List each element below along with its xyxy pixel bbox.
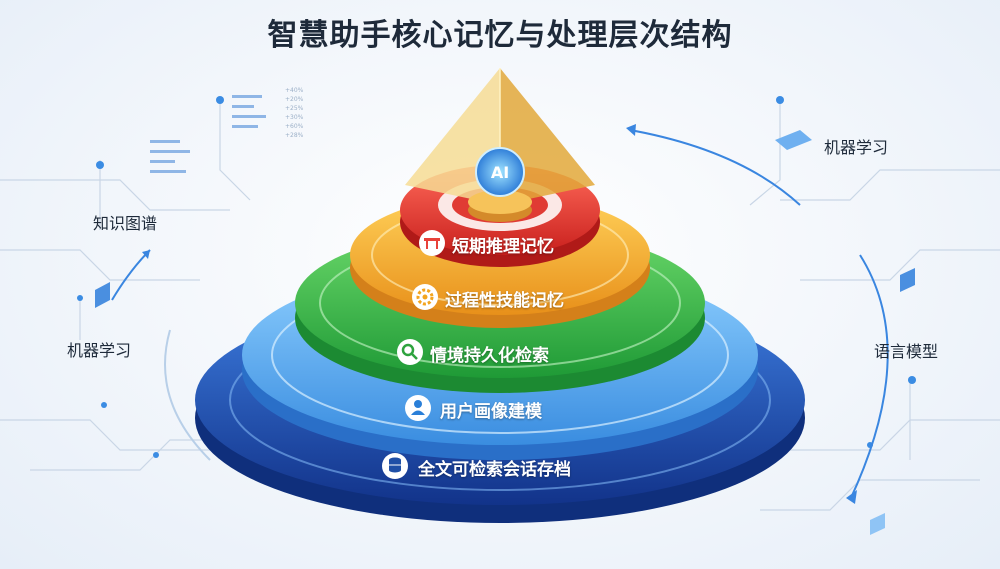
stat-value-2: +20% [285, 96, 304, 103]
arrow-left-up [111, 249, 151, 301]
arrow-right-top [629, 129, 801, 206]
brain-icon [475, 147, 525, 197]
workbench-icon [419, 230, 445, 256]
stat-value-6: +28% [285, 132, 304, 139]
page-title: 智慧助手核心记忆与处理层次结构 [267, 18, 733, 53]
stat-value-5: +60% [285, 123, 304, 130]
side-label-ml-right: 机器学习 [824, 138, 889, 157]
layer-label-archive: 全文可检索会话存档 [418, 460, 571, 480]
core-label: AI [491, 163, 509, 182]
circuit-lines-right [749, 100, 1000, 511]
arrow-heads [142, 124, 857, 504]
search-icon [397, 339, 423, 365]
stat-values-decor: +40% +20% +25% +30% +60% +28% [285, 87, 304, 139]
layer-label-reasoning: 短期推理记忆 [452, 237, 554, 257]
layer-label-retrieval: 情境持久化检索 [430, 346, 549, 366]
side-label-language-model: 语言模型 [874, 342, 939, 361]
stat-value-3: +25% [285, 105, 304, 112]
side-label-knowledge-graph: 知识图谱 [93, 214, 158, 233]
arrow-right-down [849, 254, 889, 501]
side-label-ml-left: 机器学习 [67, 341, 132, 360]
layer-label-skills: 过程性技能记忆 [445, 291, 564, 311]
gear-icon [412, 284, 438, 310]
database-icon [382, 453, 408, 479]
stat-value-1: +40% [285, 87, 304, 94]
arrow-left-down [164, 329, 211, 461]
cube-decor [95, 130, 915, 535]
layer-label-profile: 用户画像建模 [440, 402, 542, 422]
data-bars-decor [150, 95, 266, 173]
stat-value-4: +30% [285, 114, 304, 121]
user-icon [405, 395, 431, 421]
